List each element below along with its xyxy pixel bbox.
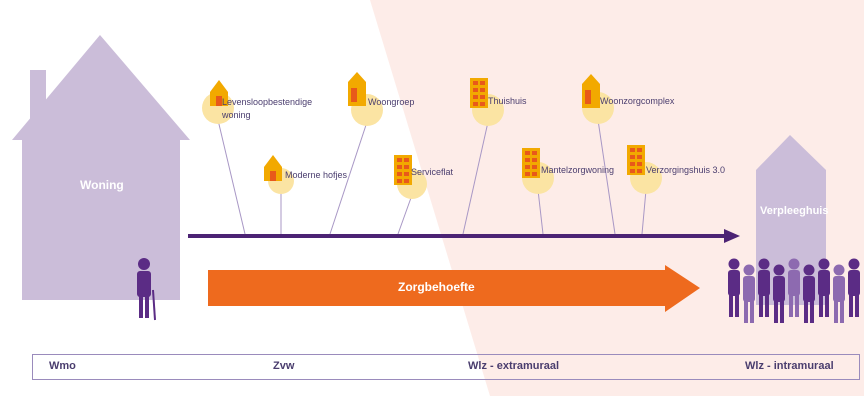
window-icon — [637, 155, 642, 159]
crowd-person-icon — [803, 264, 815, 323]
window-icon — [630, 155, 635, 159]
housing-label-woonzorgcomplex: Woonzorgcomplex — [600, 96, 675, 106]
housing-label-verzorgingshuis: Verzorgingshuis 3.0 — [646, 165, 726, 175]
window-icon — [637, 169, 642, 173]
housing-pin — [329, 72, 383, 235]
housing-pin — [264, 155, 294, 234]
housing-pin — [582, 74, 616, 235]
pin-stem — [217, 119, 246, 235]
window-icon — [480, 81, 485, 85]
funding-wlz-intramuraal: Wlz - intramuraal — [745, 360, 834, 372]
housing-pin — [627, 145, 662, 235]
crowd-person-icon — [788, 258, 800, 317]
housing-pin — [202, 80, 246, 235]
window-icon — [525, 165, 530, 169]
window-icon — [473, 81, 478, 85]
window-icon — [397, 179, 402, 183]
window-icon — [473, 88, 478, 92]
window-icon — [351, 88, 357, 102]
window-icon — [637, 148, 642, 152]
crowd-person-icon — [833, 264, 845, 323]
window-icon — [525, 151, 530, 155]
flat-icon — [394, 155, 412, 185]
housing-label-moderne-hofjes: Moderne hofjes — [285, 170, 348, 180]
funding-wmo: Wmo — [49, 360, 76, 372]
window-icon — [397, 172, 402, 176]
window-icon — [480, 95, 485, 99]
zorgbehoefte-arrow — [208, 265, 700, 312]
housing-label-levensloopbestendige: Levensloopbestendige woning — [222, 97, 313, 120]
crowd-of-elderly-icon — [728, 258, 860, 323]
house-icon — [210, 80, 228, 106]
crowd-person-icon — [743, 264, 755, 323]
door-icon — [270, 171, 276, 181]
crowd-person-icon — [773, 264, 785, 323]
window-icon — [585, 90, 591, 104]
window-icon — [525, 172, 530, 176]
window-icon — [404, 165, 409, 169]
housing-pins — [202, 72, 662, 235]
window-icon — [397, 165, 402, 169]
crowd-person-icon — [848, 258, 860, 317]
flat-icon — [522, 148, 540, 178]
elderly-person-icon — [137, 258, 156, 321]
housing-label-mantelzorgwoning: Mantelzorgwoning — [541, 165, 615, 175]
window-icon — [525, 158, 530, 162]
verpleeghuis-label: Verpleeghuis — [760, 205, 829, 217]
pin-stem — [397, 194, 413, 235]
window-icon — [630, 169, 635, 173]
housing-label-thuishuis: Thuishuis — [488, 96, 527, 106]
flat-icon — [470, 78, 488, 108]
door-icon — [216, 96, 222, 106]
window-icon — [397, 158, 402, 162]
window-icon — [637, 162, 642, 166]
funding-zvw: Zvw — [273, 360, 295, 372]
pin-stem — [597, 119, 616, 235]
housing-pin — [394, 155, 427, 235]
verpleeghuis-building — [756, 135, 826, 305]
housing-pin — [462, 78, 504, 235]
window-icon — [630, 148, 635, 152]
flat-icon — [627, 145, 645, 175]
window-icon — [404, 158, 409, 162]
pin-stem — [462, 121, 489, 235]
crowd-person-icon — [728, 258, 740, 317]
crowd-person-icon — [758, 258, 770, 317]
window-icon — [480, 88, 485, 92]
housing-label-serviceflat: Serviceflat — [411, 167, 454, 177]
window-icon — [532, 172, 537, 176]
window-icon — [532, 151, 537, 155]
window-icon — [404, 172, 409, 176]
pin-stem — [537, 189, 544, 235]
pin-stem — [641, 189, 647, 235]
woning-label: Woning — [80, 178, 124, 192]
timeline-arrowhead — [724, 229, 740, 243]
window-icon — [532, 165, 537, 169]
funding-bar: Wmo Zvw Wlz - extramuraal Wlz - intramur… — [32, 354, 860, 380]
window-icon — [473, 95, 478, 99]
housing-label-woongroep: Woongroep — [368, 97, 415, 107]
window-icon — [473, 102, 478, 106]
window-icon — [404, 179, 409, 183]
crowd-person-icon — [818, 258, 830, 317]
window-icon — [532, 158, 537, 162]
housing-pin — [522, 148, 554, 235]
funding-wlz-extramuraal: Wlz - extramuraal — [468, 360, 560, 372]
woning-house — [12, 35, 190, 300]
window-icon — [630, 162, 635, 166]
zorgbehoefte-label: Zorgbehoefte — [398, 280, 475, 294]
woning-chimney — [30, 70, 46, 120]
house-icon — [264, 155, 282, 181]
window-icon — [480, 102, 485, 106]
pin-stem — [329, 121, 368, 235]
